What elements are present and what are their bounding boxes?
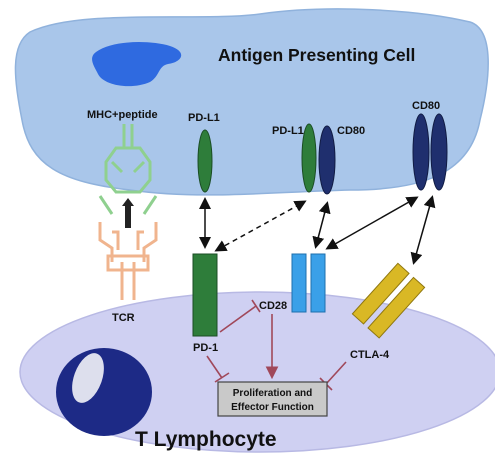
cd80right-cd28-arrow xyxy=(325,196,419,250)
apc-label: Antigen Presenting Cell xyxy=(218,45,415,65)
cd80-right-shape-a xyxy=(412,113,430,191)
cd80-right-label: CD80 xyxy=(412,100,440,112)
t-cell-label: T Lymphocyte xyxy=(135,428,277,451)
pd1-inhibits-outcome xyxy=(206,355,223,379)
ctla4-label: CTLA-4 xyxy=(350,349,390,361)
mhc-tcr-complex: MHC+peptide TCR xyxy=(87,109,158,324)
pdl1-mid-shape xyxy=(301,123,317,193)
pdl1-mid-label: PD-L1 xyxy=(272,125,304,137)
mhc-peptide-icon xyxy=(98,124,158,215)
tcr-label: TCR xyxy=(112,312,135,324)
outcome-box-rect xyxy=(217,381,328,417)
mhc-label: MHC+peptide xyxy=(87,109,158,121)
ctla4-shape-b xyxy=(367,276,426,339)
pd1-shape xyxy=(192,253,218,337)
outcome-line2: Effector Function xyxy=(231,402,314,413)
cd28-label: CD28 xyxy=(259,300,287,312)
cd80right-ctla4-arrow xyxy=(410,195,436,265)
outcome-line1: Proliferation and xyxy=(233,388,312,399)
pdl1-pd1-dashed-arrow xyxy=(214,200,307,252)
ctla4-inhibits-outcome xyxy=(325,361,347,385)
cd80-mid-label: CD80 xyxy=(337,125,365,137)
apc-nucleus-icon xyxy=(92,42,182,87)
pd1: PD-1 xyxy=(192,253,218,354)
binding-arrows xyxy=(199,195,436,265)
cd80-right: CD80 xyxy=(412,100,448,191)
cd80-mid-shape xyxy=(318,125,336,195)
pd1-label: PD-1 xyxy=(193,342,218,354)
outcome-box: Proliferation and Effector Function xyxy=(217,381,328,417)
peptide-icon xyxy=(122,198,134,228)
cd28-shape-a xyxy=(291,253,307,313)
cd80-right-shape-b xyxy=(430,113,448,191)
pdl1-cd80-pair: PD-L1 CD80 xyxy=(272,123,365,195)
pdl1-left-shape xyxy=(197,129,213,193)
t-lymphocyte-cell: T Lymphocyte xyxy=(19,291,495,453)
pd1-inhibits-outcome-bar xyxy=(214,372,230,383)
ctla4-shape-a xyxy=(351,262,410,325)
pdl1-left-label: PD-L1 xyxy=(188,112,220,124)
t-cell-nucleus-highlight xyxy=(72,353,104,403)
pd1-inhibits-cd28 xyxy=(219,305,257,333)
signaling-lines xyxy=(206,299,347,391)
t-cell-nucleus-icon xyxy=(56,348,152,436)
tcr-icon xyxy=(98,222,158,300)
pd1-inhibits-cd28-bar xyxy=(251,299,261,313)
ctla4: CTLA-4 xyxy=(350,262,426,361)
pdl1-left: PD-L1 xyxy=(188,112,220,193)
cd28-shape-b xyxy=(310,253,326,313)
cd28: CD28 xyxy=(259,253,326,313)
cd80-cd28-arrow xyxy=(312,201,331,249)
